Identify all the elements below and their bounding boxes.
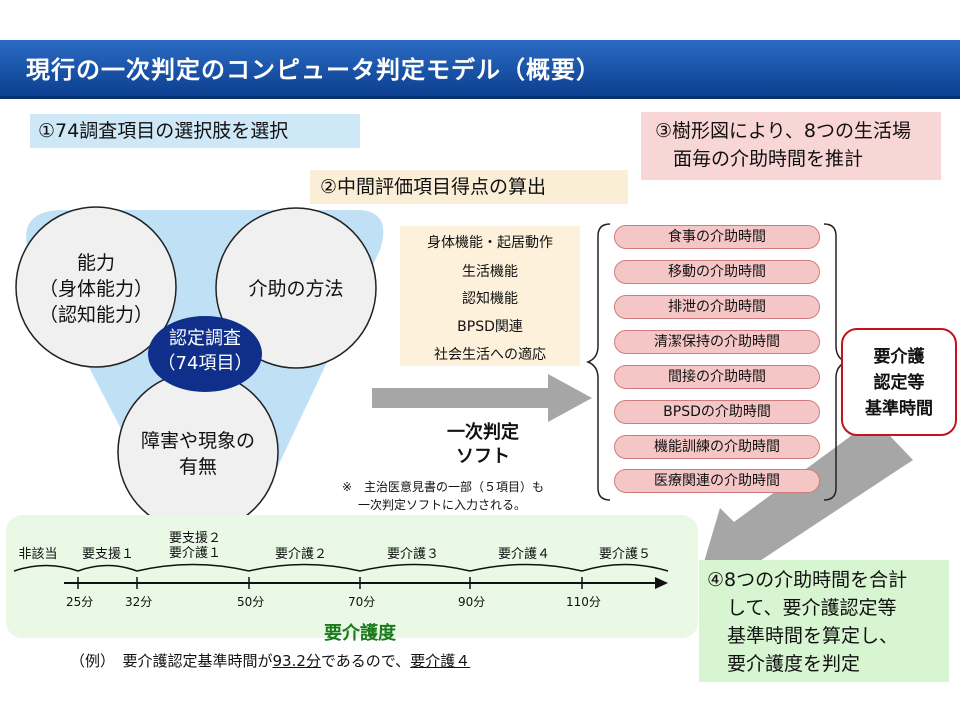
example-text: （例） 要介護認定基準時間が93.2分であるので、要介護４ [70,652,471,670]
evaluation-item: BPSD関連 [457,319,523,335]
level-arc [136,563,250,572]
level-label: 非該当 [18,547,58,562]
care-time-item: BPSDの介助時間 [614,400,820,424]
level-label: 要支援２ 要介護１ [168,531,221,561]
tick-label: 50分 [237,595,265,609]
care-time-item: 医療関連の介助時間 [614,469,820,493]
care-time-item: 間接の介助時間 [614,365,820,389]
level-arc [77,564,138,572]
evaluation-item: 生活機能 [462,264,518,280]
step4-label: ④8つの介助時間を合計 して、要介護認定等 基準時間を算定し、 要介護度を判定 [699,560,949,682]
title-bar [0,40,960,99]
care-time-item: 排泄の介助時間 [614,295,820,319]
level-label: 要介護２ [274,547,327,562]
care-level-scale-background [6,515,698,638]
survey-center-text: 認定調査 （74項目） [157,328,253,374]
arrow-to-care-times [372,374,592,422]
left-brace [585,223,611,501]
step1-label: ①74調査項目の選択肢を選択 [30,114,360,148]
step3-label: ③樹形図により、8つの生活場 面毎の介助時間を推計 [641,112,941,180]
survey-center [148,316,262,392]
level-label: 要介護３ [386,547,439,562]
care-level-scale [13,563,669,589]
level-arc [13,564,79,572]
tick-label: 32分 [125,595,153,609]
care-time-item: 移動の介助時間 [614,260,820,284]
care-time-item: 機能訓練の介助時間 [614,435,820,459]
evaluation-item: 身体機能・起居動作 [427,235,553,251]
step2-label: ②中間評価項目得点の算出 [310,170,628,204]
software-label: 一次判定 ソフト [447,422,519,467]
ability-circle [15,206,177,368]
standard-time-box: 要介護 認定等 基準時間 [841,328,957,436]
evaluation-items: 身体機能・起居動作 生活機能 認知機能 BPSD関連 社会生活への適応 [400,226,580,366]
example-result: 要介護４ [410,652,471,670]
page-title: 現行の一次判定のコンピュータ判定モデル（概要） [26,56,601,84]
example-value: 93.2分 [272,652,321,670]
care-method-circle [215,207,377,369]
disorder-text: 障害や現象の 有無 [140,430,255,478]
level-arc [359,563,471,572]
level-label: 要介護５ [598,547,651,562]
level-arc [248,563,361,572]
scale-axis-arrowhead [655,577,668,589]
evaluation-item: 認知機能 [462,291,518,307]
care-method-text: 介助の方法 [248,278,344,300]
level-label: 要支援１ [81,547,134,562]
tick-label: 70分 [348,595,376,609]
level-arc [581,563,669,572]
doctor-opinion-note: ※ 主治医意見書の一部（５項目）も 一次判定ソフトに入力される。 [342,480,545,512]
ability-text: 能力 （身体能力） （認知能力） [38,252,153,326]
care-time-item: 清潔保持の介助時間 [614,330,820,354]
level-label: 要介護４ [497,547,550,562]
care-time-item: 食事の介助時間 [614,225,820,249]
arrow-to-step4 [704,416,913,582]
evaluation-item: 社会生活への適応 [434,347,546,363]
tick-label: 90分 [458,595,486,609]
level-arc [469,563,583,572]
tick-label: 110分 [566,595,601,609]
care-level-title: 要介護度 [324,623,396,644]
tick-label: 25分 [66,595,94,609]
